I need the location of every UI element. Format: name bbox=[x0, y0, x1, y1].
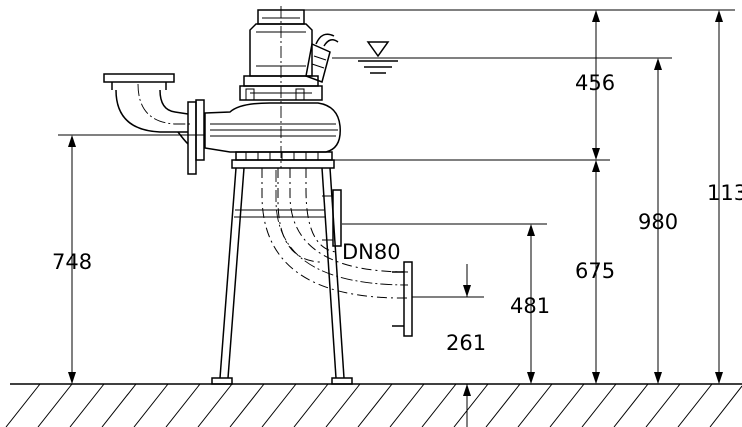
pump-motor bbox=[239, 6, 323, 168]
dim-481-label: 481 bbox=[510, 294, 550, 318]
discharge-elbow bbox=[103, 73, 190, 145]
dim-675-label: 675 bbox=[575, 259, 615, 283]
bolt-row bbox=[245, 152, 319, 160]
left-discharge-flange bbox=[187, 99, 205, 175]
pipe-size-label: DN80 bbox=[342, 240, 401, 264]
dimension-labels: 1131 980 456 675 748 481 261 DN80 bbox=[52, 71, 742, 355]
dim-261-label: 261 bbox=[446, 331, 486, 355]
pipe-bend-hidden bbox=[261, 168, 409, 299]
pump-stand bbox=[211, 159, 353, 385]
water-level-triangle-icon bbox=[358, 41, 398, 74]
ground-hatch-icon bbox=[5, 383, 742, 427]
dim-456-label: 456 bbox=[575, 71, 615, 95]
discharge-pipe-side bbox=[322, 189, 413, 337]
ground bbox=[5, 383, 742, 427]
dim-1131-label: 1131 bbox=[707, 181, 742, 205]
extension-lines bbox=[58, 9, 735, 298]
dimension-lines bbox=[68, 10, 723, 427]
cable-inlet bbox=[305, 33, 339, 83]
pump-volute bbox=[204, 102, 341, 161]
dim-748-label: 748 bbox=[52, 250, 92, 274]
dim-980-label: 980 bbox=[638, 210, 678, 234]
